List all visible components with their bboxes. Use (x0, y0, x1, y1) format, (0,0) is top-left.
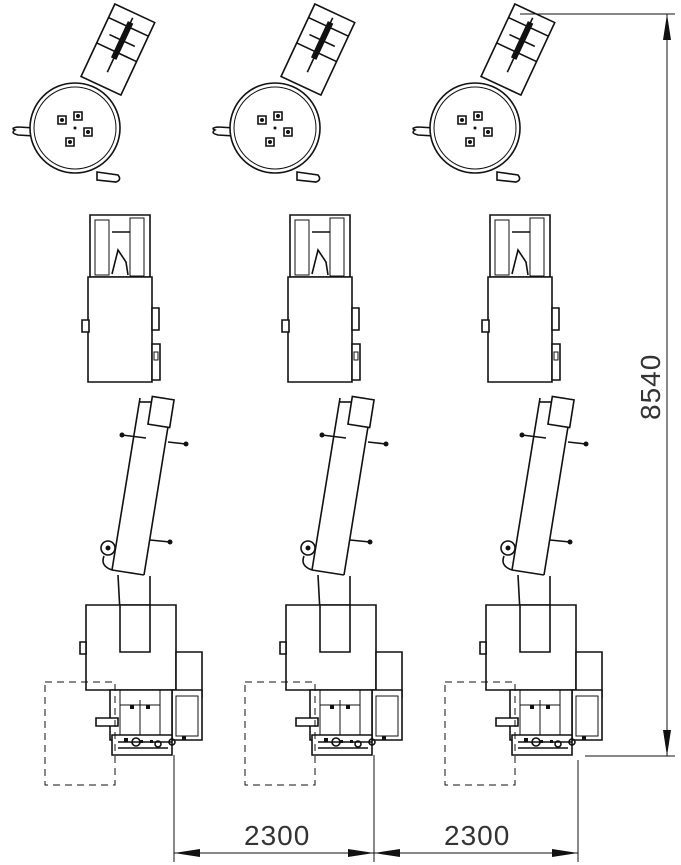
spacing-right-label: 2300 (444, 820, 510, 851)
spacing-dimension: 2300 2300 (174, 755, 578, 862)
machine-unit-1 (12, 3, 203, 786)
spacing-left-label: 2300 (244, 820, 310, 851)
machine-unit-3 (412, 3, 603, 786)
overall-length-label: 8540 (635, 354, 666, 420)
overall-length-dimension: 8540 (520, 14, 675, 756)
machine-unit-2 (212, 3, 403, 786)
